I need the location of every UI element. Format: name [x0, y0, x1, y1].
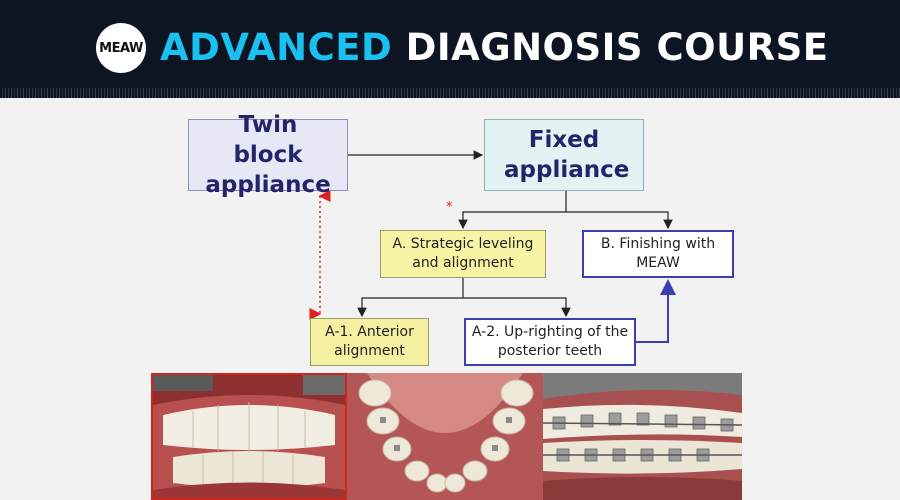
lower-occlusal-photo	[347, 373, 543, 500]
node-fixed-appliance: Fixed appliance	[484, 119, 644, 191]
node-fixed-label: Fixed appliance	[504, 127, 630, 183]
lateral-braces-photo	[543, 373, 742, 500]
node-twin-block: Twin block appliance	[188, 112, 348, 198]
node-b-label: B. Finishing with MEAW	[600, 236, 716, 271]
node-a-label: A. Strategic leveling and alignment	[392, 236, 534, 271]
meaw-logo: MEAW	[96, 23, 146, 73]
node-twin-block-label: Twin block appliance	[205, 112, 331, 198]
frontal-occlusion-photo	[151, 373, 347, 500]
header-banner: MEAW ADVANCED DIAGNOSIS COURSE	[0, 0, 900, 92]
logo-text: MEAW	[99, 40, 143, 56]
title-accent: ADVANCED	[160, 26, 393, 69]
node-a2-label: A-2. Up-righting of the posterior teeth	[471, 324, 629, 359]
a-to-a2-connector	[463, 297, 571, 318]
node-a2-uprighting: A-2. Up-righting of the posterior teeth	[464, 318, 636, 366]
node-a1-anterior: A-1. Anterior alignment	[310, 318, 429, 366]
title-rest: DIAGNOSIS COURSE	[405, 26, 829, 69]
node-b-finishing: B. Finishing with MEAW	[582, 230, 734, 278]
fixed-branch-connector	[458, 191, 567, 230]
a-branch-connector	[357, 278, 464, 318]
node-a-strategic-leveling: A. Strategic leveling and alignment	[380, 230, 546, 278]
asterisk-marker: *	[446, 200, 453, 215]
fixed-to-b-connector	[566, 211, 673, 230]
a2-to-b-connector	[636, 279, 676, 343]
course-title: ADVANCED DIAGNOSIS COURSE	[160, 18, 829, 78]
node-a1-label: A-1. Anterior alignment	[325, 324, 414, 359]
header-fringe	[0, 88, 900, 98]
